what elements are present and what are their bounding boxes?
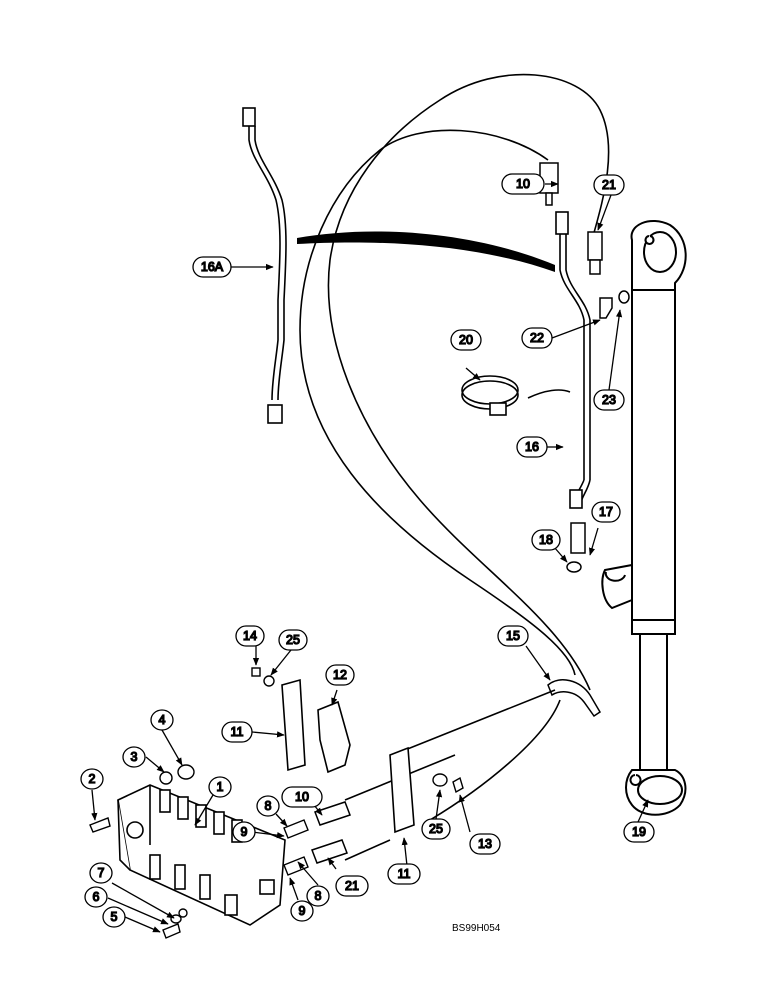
callout-16A: 16A [192,256,232,278]
callout-2: 2 [80,768,104,790]
callout-4-label: 4 [159,713,166,727]
callout-21-lower: 21 [335,875,369,897]
mount-blocks [281,678,415,834]
callout-10-lower-label: 10 [295,790,309,804]
callout-10-upper: 10 [501,173,545,195]
clamp-15 [547,679,602,718]
callout-20-label: 20 [459,333,473,347]
callouts: 1 2 3 4 5 6 7 8 8 9 9 10 10 11 11 12 13 … [80,173,655,928]
callout-12-label: 12 [333,668,347,682]
callout-11-left: 11 [221,721,253,743]
hydraulic-cylinder [601,220,687,816]
callout-3-label: 3 [131,750,138,764]
callout-8-upper-label: 8 [265,799,272,813]
tube-16A [242,107,287,424]
callout-14: 14 [235,625,265,647]
callout-1: 1 [208,776,232,798]
small-hardware [89,667,464,939]
callout-6-label: 6 [93,890,100,904]
callout-17: 17 [591,501,621,523]
callout-4: 4 [150,709,174,731]
hoses [299,73,610,691]
callout-8-upper: 8 [256,795,280,817]
callout-13: 13 [469,833,501,855]
callout-6: 6 [84,886,108,908]
callout-21-upper: 21 [593,174,625,196]
callout-25-lower-label: 25 [429,822,443,836]
callout-19-label: 19 [632,825,646,839]
callout-8-lower-label: 8 [315,889,322,903]
callout-8-lower: 8 [306,885,330,907]
callout-25-upper: 25 [278,629,308,651]
callout-18: 18 [531,529,561,551]
callout-9-lower-label: 9 [299,904,306,918]
callout-14-label: 14 [243,629,257,643]
callout-18-label: 18 [539,533,553,547]
callout-1-label: 1 [217,780,224,794]
callout-25-upper-label: 25 [286,633,300,647]
callout-17-label: 17 [599,505,613,519]
callout-9-lower: 9 [290,900,314,922]
callout-2-label: 2 [89,772,96,786]
callout-16A-label: 16A [201,260,224,274]
callout-3: 3 [122,746,146,768]
callout-10-upper-label: 10 [516,177,530,191]
callout-9-upper: 9 [232,821,256,843]
callout-9-upper-label: 9 [241,825,248,839]
callout-11-right-label: 11 [398,867,411,881]
callout-25-lower: 25 [421,818,451,840]
callout-7: 7 [89,862,113,884]
callout-23: 23 [593,389,625,411]
callout-21-lower-label: 21 [345,879,359,893]
callout-15: 15 [497,625,529,647]
callout-15-label: 15 [506,629,520,643]
callout-20: 20 [450,329,482,351]
tube-16-thick-segment [297,231,555,272]
callout-12: 12 [325,664,355,686]
callout-22-label: 22 [530,331,544,345]
callout-19: 19 [623,821,655,843]
clamp-20 [461,375,571,416]
callout-16: 16 [516,436,548,458]
hose-pair-bundle [344,689,561,861]
callout-13-label: 13 [478,837,492,851]
callout-23-label: 23 [602,393,616,407]
callout-5: 5 [102,906,126,928]
connectors-8-9 [283,819,309,876]
drawing-reference: BS99H054 [452,923,501,934]
callout-22: 22 [521,327,553,349]
tube-16 [555,211,591,509]
hose-fittings-10-21 [311,801,351,864]
callout-7-label: 7 [98,866,105,880]
callout-11-left-label: 11 [231,725,244,739]
callout-5-label: 5 [111,910,118,924]
callout-21-upper-label: 21 [602,178,616,192]
callout-16-label: 16 [525,440,539,454]
callout-10-lower: 10 [281,786,323,808]
callout-11-right: 11 [387,863,421,885]
